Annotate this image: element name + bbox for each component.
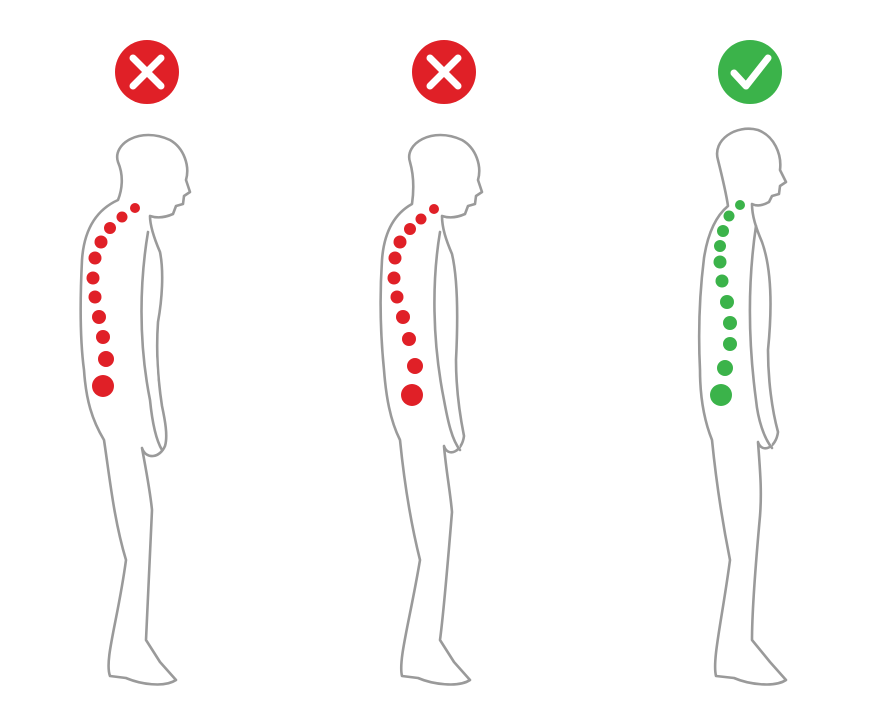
vertebra	[116, 211, 128, 223]
vertebra	[713, 255, 727, 269]
vertebra	[404, 223, 416, 235]
vertebra	[401, 384, 423, 406]
badge-circle	[718, 40, 782, 104]
vertebra	[714, 240, 726, 252]
vertebra	[98, 351, 114, 367]
spine-vertebrae	[86, 203, 140, 397]
body-outline-slouched	[79, 133, 192, 686]
vertebra	[717, 225, 729, 237]
vertebra	[130, 203, 140, 213]
vertebra	[387, 271, 401, 285]
vertebra	[393, 235, 407, 249]
vertebra	[429, 204, 439, 214]
arm-outline	[433, 230, 462, 452]
vertebra	[720, 295, 734, 309]
correct-badge	[718, 40, 782, 104]
vertebra	[94, 235, 108, 249]
vertebra	[92, 375, 114, 397]
body-outline-forward-head	[379, 133, 484, 686]
vertebra	[710, 384, 732, 406]
vertebra	[92, 310, 106, 324]
arm-outline	[748, 224, 774, 450]
vertebra	[723, 337, 737, 351]
vertebra	[390, 290, 404, 304]
vertebra	[86, 271, 100, 285]
incorrect-badge	[115, 40, 179, 104]
posture-panel-3	[697, 40, 788, 686]
vertebra	[88, 290, 102, 304]
check-icon	[730, 54, 772, 90]
vertebra	[407, 358, 423, 374]
spine-vertebrae	[710, 200, 745, 406]
posture-panel-2	[379, 40, 484, 686]
vertebra	[723, 210, 735, 222]
vertebra	[104, 222, 116, 234]
vertebra	[402, 332, 416, 346]
vertebra	[735, 200, 745, 210]
posture-panel-1	[79, 40, 192, 686]
vertebra	[88, 251, 102, 265]
vertebra	[715, 274, 729, 288]
spine-vertebrae	[387, 204, 439, 406]
cross-icon	[426, 54, 462, 90]
cross-icon	[129, 54, 165, 90]
arm-outline	[140, 230, 164, 452]
incorrect-badge	[412, 40, 476, 104]
body-outline-upright	[697, 127, 788, 686]
vertebra	[388, 251, 402, 265]
vertebra	[415, 213, 427, 225]
vertebra	[396, 310, 410, 324]
vertebra	[723, 316, 737, 330]
vertebra	[96, 330, 110, 344]
vertebra	[717, 360, 733, 376]
